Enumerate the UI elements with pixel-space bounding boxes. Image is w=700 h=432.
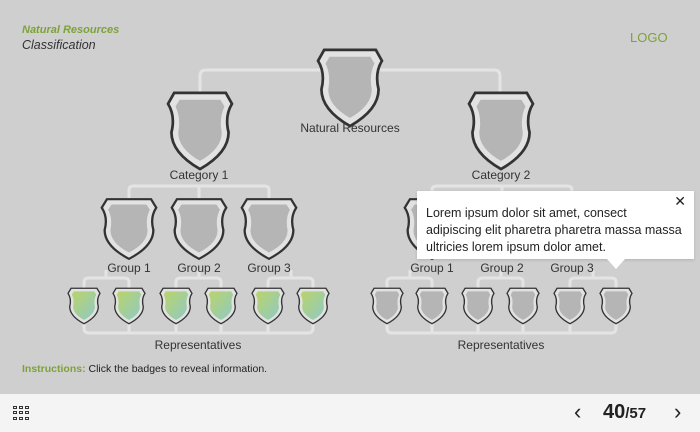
badge-representative[interactable] [370, 287, 404, 325]
slide-title: Classification [22, 38, 96, 52]
label-natural-resources: Natural Resources [300, 121, 400, 135]
badge-representative[interactable] [159, 287, 193, 325]
badge-representative[interactable] [67, 287, 101, 325]
label-group-3: Group 3 [247, 261, 291, 275]
logo: LOGO [630, 30, 668, 45]
close-icon[interactable]: ✕ [674, 193, 686, 209]
badge-group-3[interactable] [240, 197, 298, 261]
instructions-label: Instructions: [22, 363, 86, 375]
instructions: Instructions: Click the badges to reveal… [22, 363, 267, 375]
page-counter: 40/57 [603, 401, 646, 424]
total-pages: /57 [625, 405, 647, 422]
badge-group-1[interactable] [100, 197, 158, 261]
label-category-2: Category 2 [471, 168, 531, 182]
popup-text: Lorem ipsum dolor sit amet, consect adip… [426, 206, 682, 254]
badge-group-2[interactable] [170, 197, 228, 261]
label-group-2-right: Group 2 [480, 261, 524, 275]
badge-representative[interactable] [112, 287, 146, 325]
label-group-1: Group 1 [107, 261, 151, 275]
badge-representative[interactable] [506, 287, 540, 325]
badge-representative[interactable] [415, 287, 449, 325]
label-category-1: Category 1 [169, 168, 229, 182]
label-group-1-right: Group 1 [410, 261, 454, 275]
label-representatives-left: Representatives [154, 338, 242, 352]
badge-representative[interactable] [461, 287, 495, 325]
instructions-text: Click the badges to reveal information. [85, 363, 268, 375]
prev-button[interactable]: ‹ [574, 399, 582, 424]
current-page: 40 [603, 401, 626, 423]
badge-natural-resources[interactable] [316, 47, 384, 129]
badge-representative[interactable] [553, 287, 587, 325]
badge-representative[interactable] [599, 287, 633, 325]
badge-category-1[interactable] [166, 90, 234, 172]
label-group-3-right: Group 3 [550, 261, 594, 275]
badge-category-2[interactable] [467, 90, 535, 172]
badge-representative[interactable] [251, 287, 285, 325]
course-title: Natural Resources [22, 24, 120, 36]
footer-bar: ‹ 40/57 › [0, 394, 700, 432]
menu-grid-icon[interactable] [13, 406, 29, 420]
info-popup: ✕ Lorem ipsum dolor sit amet, consect ad… [417, 191, 694, 269]
label-representatives-right: Representatives [457, 338, 545, 352]
badge-representative[interactable] [204, 287, 238, 325]
label-group-2: Group 2 [177, 261, 221, 275]
badge-representative[interactable] [296, 287, 330, 325]
next-button[interactable]: › [674, 399, 682, 424]
slide: Natural Resources Classification LOGO Na… [22, 24, 694, 375]
